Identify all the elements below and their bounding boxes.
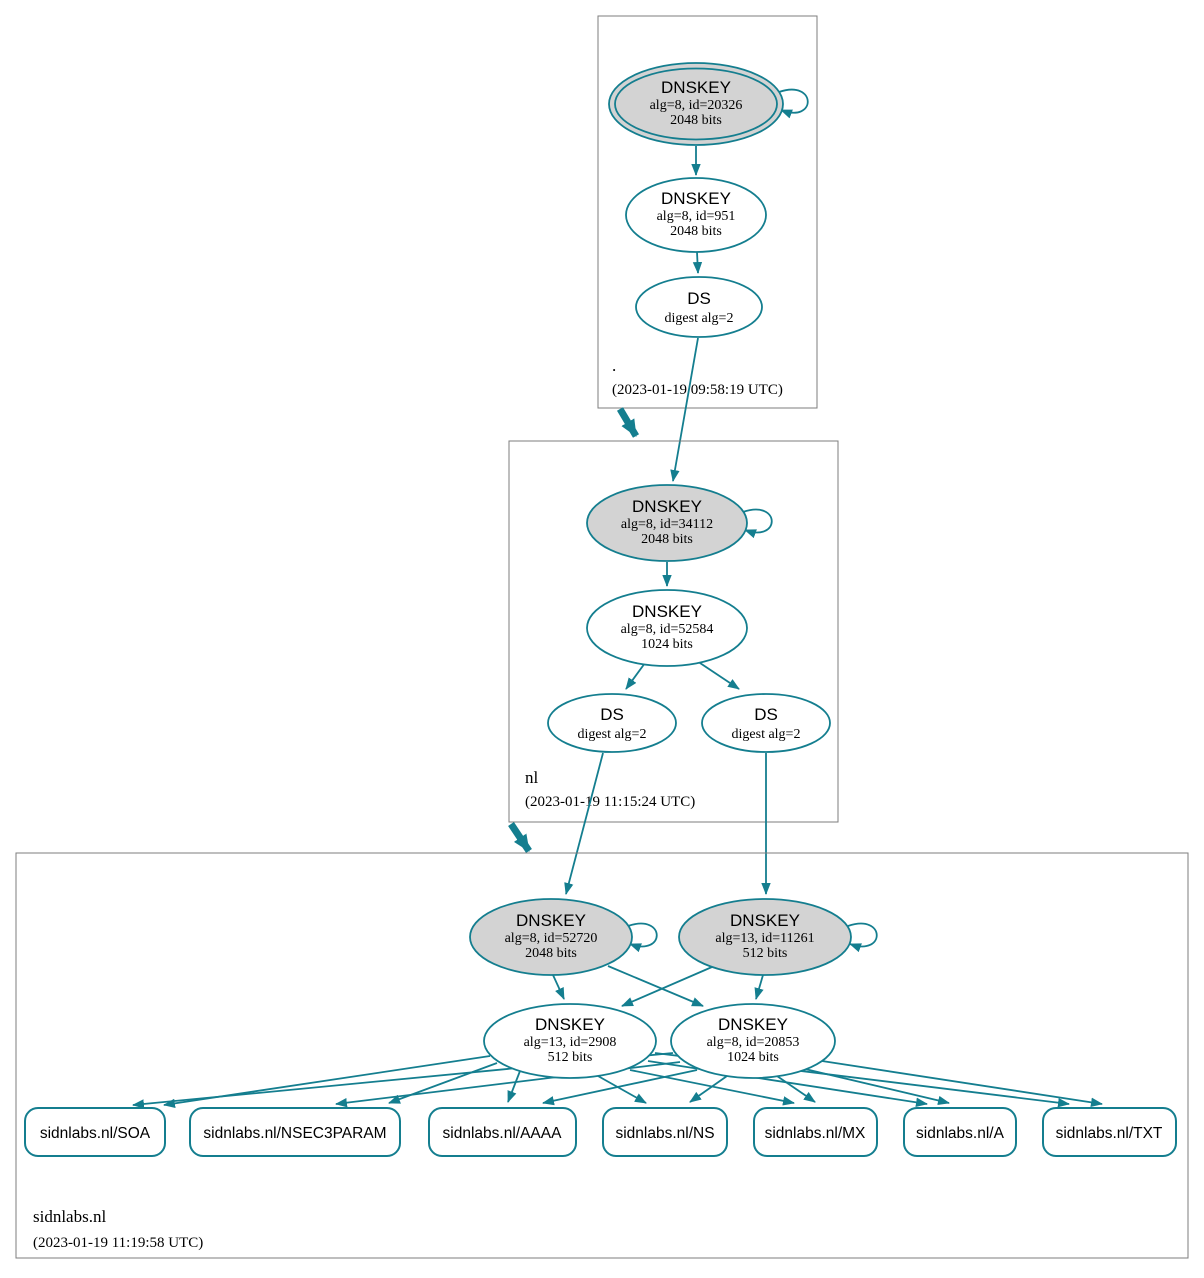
rrset-ns-label: sidnlabs.nl/NS xyxy=(615,1125,714,1142)
node-sidnlabs-ksk2-title: DNSKEY xyxy=(730,911,800,930)
node-root-ksk-line2: 2048 bits xyxy=(670,113,722,128)
zone-root-box xyxy=(597,15,818,409)
node-sidnlabs-zsk1-line2: 512 bits xyxy=(548,1050,593,1065)
node-root-ds: DS digest alg=2 xyxy=(635,276,763,338)
rrset-nsec3param: sidnlabs.nl/NSEC3PARAM xyxy=(189,1107,401,1157)
node-nl-ds1-line1: digest alg=2 xyxy=(578,727,647,742)
edge-sidnlabs-ksk2-selfloop xyxy=(847,922,878,953)
node-sidnlabs-ksk1-line2: 2048 bits xyxy=(525,946,577,961)
rrset-aaaa-label: sidnlabs.nl/AAAA xyxy=(443,1125,563,1142)
node-nl-zsk-line1: alg=8, id=52584 xyxy=(621,622,714,637)
node-nl-ds-1: DS digest alg=2 xyxy=(547,693,677,753)
edge-zsk2-to-ns xyxy=(689,1075,728,1103)
zone-sidnlabs: sidnlabs.nl (2023-01-19 11:19:58 UTC) xyxy=(15,852,1189,1259)
zone-sidnlabs-name: sidnlabs.nl xyxy=(33,1207,106,1226)
rrset-soa: sidnlabs.nl/SOA xyxy=(24,1107,166,1157)
node-nl-ksk: DNSKEY alg=8, id=34112 2048 bits xyxy=(586,484,748,562)
rrset-mx: sidnlabs.nl/MX xyxy=(753,1107,878,1157)
edge-nl-ds1-to-sidnlabs-ksk1 xyxy=(564,752,604,895)
edge-zsk1-to-nsec3param xyxy=(388,1062,498,1104)
node-sidnlabs-zsk2-line1: alg=8, id=20853 xyxy=(707,1035,800,1050)
rrset-soa-label: sidnlabs.nl/SOA xyxy=(40,1125,151,1142)
node-sidnlabs-zsk-2: DNSKEY alg=8, id=20853 1024 bits xyxy=(670,1003,836,1079)
node-nl-ksk-line2: 2048 bits xyxy=(641,532,693,547)
rrset-txt: sidnlabs.nl/TXT xyxy=(1042,1107,1177,1157)
rrset-mx-label: sidnlabs.nl/MX xyxy=(765,1125,866,1142)
node-root-zsk-title: DNSKEY xyxy=(661,189,731,208)
node-sidnlabs-ksk1-title: DNSKEY xyxy=(516,911,586,930)
node-root-zsk-line2: 2048 bits xyxy=(670,224,722,239)
node-sidnlabs-zsk2-line2: 1024 bits xyxy=(727,1050,779,1065)
edge-nl-ksk-selfloop xyxy=(742,508,773,539)
zone-nl-name: nl xyxy=(525,768,539,787)
node-root-ksk: DNSKEY alg=8, id=20326 2048 bits xyxy=(608,62,784,146)
node-nl-ds2-title: DS xyxy=(754,705,778,724)
node-root-ds-line1: digest alg=2 xyxy=(665,311,734,326)
edge-zsk2-to-a xyxy=(804,1068,950,1106)
node-nl-zsk-line2: 1024 bits xyxy=(641,637,693,652)
rrset-txt-label: sidnlabs.nl/TXT xyxy=(1056,1125,1163,1142)
node-sidnlabs-ksk1-line1: alg=8, id=52720 xyxy=(505,931,598,946)
edge-root-ksk-selfloop xyxy=(778,88,809,119)
edge-ksk1-to-zsk1 xyxy=(552,974,565,1000)
edge-zsk2-to-aaaa xyxy=(542,1069,698,1106)
edge-sidnlabs-ksk1-selfloop xyxy=(627,922,658,953)
edge-nl-zsk-to-ds1 xyxy=(625,662,646,690)
node-nl-ds1-title: DS xyxy=(600,705,624,724)
rrset-ns: sidnlabs.nl/NS xyxy=(602,1107,728,1157)
zone-nl: nl (2023-01-19 11:15:24 UTC) xyxy=(508,440,839,823)
delegation-arrow-root-to-nl xyxy=(616,407,640,438)
edge-zsk1-to-ns xyxy=(597,1075,647,1104)
zone-root-name: . xyxy=(612,356,616,375)
edge-zsk2-to-mx xyxy=(776,1075,816,1103)
edge-nl-zsk-to-ds2 xyxy=(696,660,740,690)
node-nl-ds2-line1: digest alg=2 xyxy=(732,727,801,742)
node-sidnlabs-zsk2-title: DNSKEY xyxy=(718,1015,788,1034)
node-root-ksk-title: DNSKEY xyxy=(661,78,731,97)
edge-root-ds-to-nl-ksk xyxy=(670,337,699,482)
node-root-zsk: DNSKEY alg=8, id=951 2048 bits xyxy=(625,177,767,253)
node-nl-ds-2: DS digest alg=2 xyxy=(701,693,831,753)
edge-zsk1-to-aaaa xyxy=(507,1070,521,1103)
edge-ksk2-to-zsk1 xyxy=(621,966,713,1007)
node-sidnlabs-zsk1-title: DNSKEY xyxy=(535,1015,605,1034)
edge-root-zsk-to-ds xyxy=(692,251,703,274)
node-nl-ksk-title: DNSKEY xyxy=(632,497,702,516)
node-root-ds-title: DS xyxy=(687,289,711,308)
node-nl-zsk-title: DNSKEY xyxy=(632,602,702,621)
edge-ksk2-to-zsk2 xyxy=(754,974,764,1000)
zone-root: . (2023-01-19 09:58:19 UTC) xyxy=(597,15,818,409)
node-sidnlabs-zsk1-line1: alg=13, id=2908 xyxy=(524,1035,617,1050)
rrset-a-label: sidnlabs.nl/A xyxy=(916,1125,1005,1142)
edge-ksk1-to-zsk2 xyxy=(607,965,704,1007)
node-sidnlabs-zsk-1: DNSKEY alg=13, id=2908 512 bits xyxy=(483,1003,657,1079)
node-root-ksk-line1: alg=8, id=20326 xyxy=(650,98,743,113)
delegation-arrow-nl-to-sidnlabs xyxy=(508,822,532,853)
zone-sidnlabs-timestamp: (2023-01-19 11:19:58 UTC) xyxy=(33,1235,203,1251)
node-root-zsk-line1: alg=8, id=951 xyxy=(657,209,736,224)
rrset-nsec3param-label: sidnlabs.nl/NSEC3PARAM xyxy=(203,1125,386,1142)
node-sidnlabs-ksk2-line1: alg=13, id=11261 xyxy=(715,931,814,946)
node-sidnlabs-ksk-2: DNSKEY alg=13, id=11261 512 bits xyxy=(678,898,852,976)
node-nl-ksk-line1: alg=8, id=34112 xyxy=(621,517,713,532)
edge-zsk2-to-txt xyxy=(821,1060,1103,1107)
rrset-a: sidnlabs.nl/A xyxy=(903,1107,1017,1157)
zone-sidnlabs-box xyxy=(15,852,1189,1259)
node-sidnlabs-ksk2-line2: 512 bits xyxy=(743,946,788,961)
zone-nl-box xyxy=(508,440,839,823)
zone-nl-timestamp: (2023-01-19 11:15:24 UTC) xyxy=(525,794,695,810)
node-nl-zsk: DNSKEY alg=8, id=52584 1024 bits xyxy=(586,589,748,667)
zone-root-timestamp: (2023-01-19 09:58:19 UTC) xyxy=(612,382,783,398)
node-sidnlabs-ksk-1: DNSKEY alg=8, id=52720 2048 bits xyxy=(469,898,633,976)
rrset-aaaa: sidnlabs.nl/AAAA xyxy=(428,1107,577,1157)
